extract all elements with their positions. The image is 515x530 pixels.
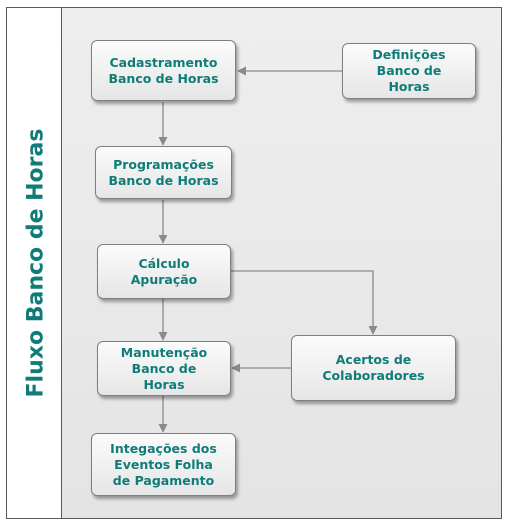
title-strip [6, 7, 62, 519]
node-acertos: Acertos de Colaboradores [291, 335, 456, 401]
node-manutencao: Manutenção Banco de Horas [97, 341, 231, 396]
arrow-calculo-to-acertos [231, 270, 378, 335]
node-definicoes: Definições Banco de Horas [342, 43, 476, 99]
node-programacoes: Programações Banco de Horas [95, 146, 232, 199]
node-calculo: Cálculo Apuração [97, 244, 231, 299]
node-integracoes: Integações dos Eventos Folha de Pagament… [91, 433, 236, 496]
node-cadastramento: Cadastramento Banco de Horas [91, 40, 236, 101]
